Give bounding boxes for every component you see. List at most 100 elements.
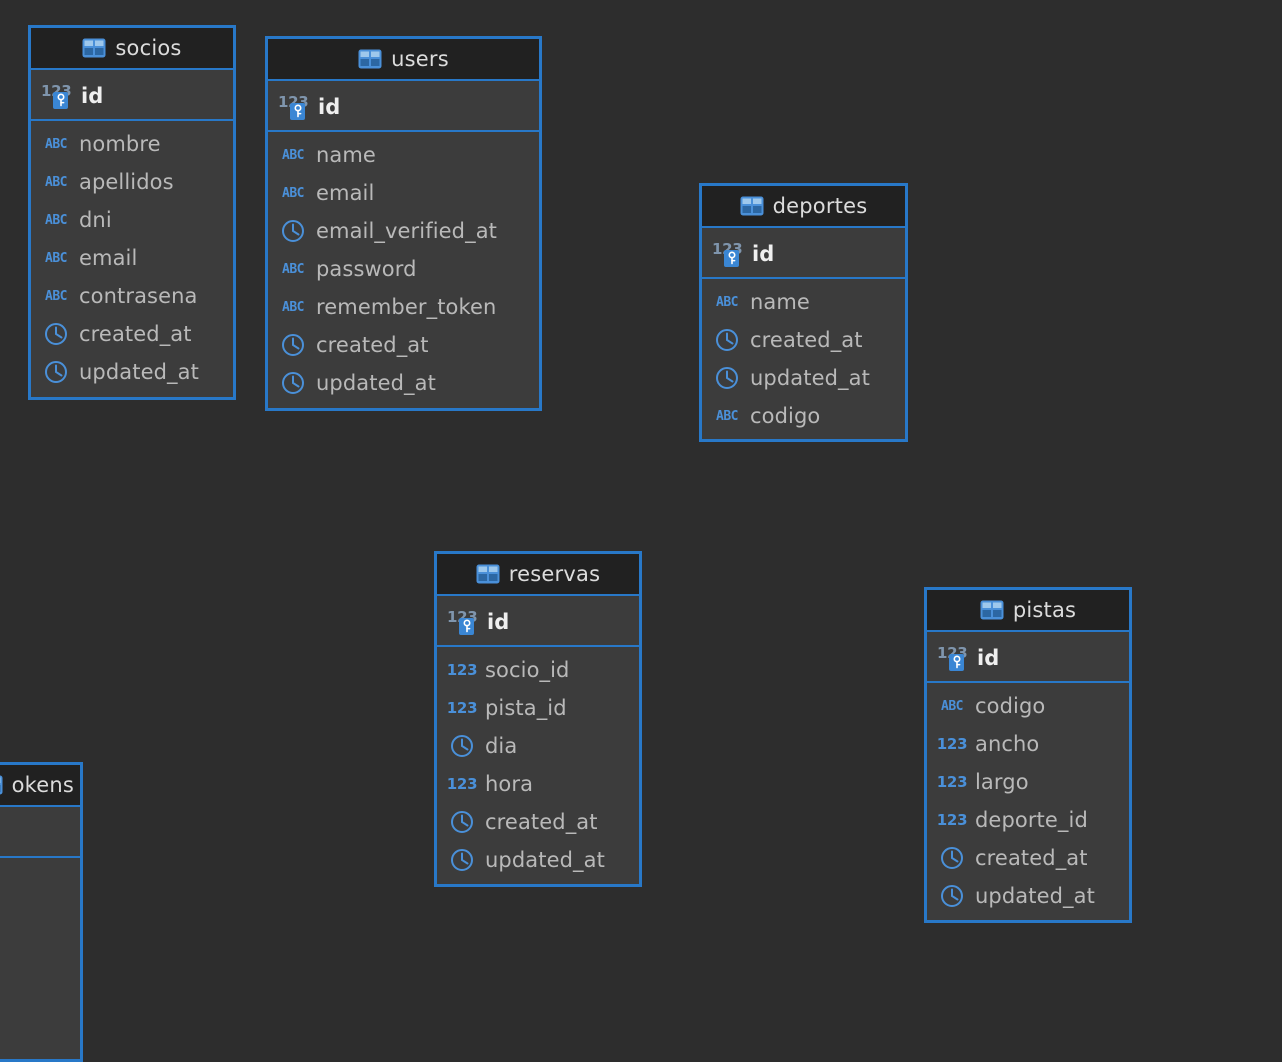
field-row[interactable]: dia [437,727,639,765]
field-row[interactable]: 123 deporte_id [927,801,1129,839]
field-label: pista_id [485,696,567,720]
primary-key-label: id [487,610,509,634]
field-label: codigo [975,694,1045,718]
table-name: okens [12,773,74,797]
primary-key-section: 123 id [702,228,905,279]
field-label: hora [485,772,533,796]
primary-key-row[interactable] [0,807,80,856]
clock-icon [278,332,308,358]
primary-key-row[interactable]: 123 id [437,596,639,645]
number-icon: 123 [447,771,477,797]
field-row[interactable]: updated_at [437,841,639,879]
field-section [0,858,80,868]
table-name: socios [115,36,181,60]
field-row[interactable]: ABC apellidos [31,163,233,201]
field-row[interactable]: updated_at [268,364,539,402]
field-row[interactable]: updated_at [927,877,1129,915]
table-header[interactable]: socios [31,28,233,70]
field-row[interactable]: 123 socio_id [437,651,639,689]
primary-key-label: id [318,95,340,119]
field-label: updated_at [79,360,199,384]
clock-icon [447,847,477,873]
field-label: email [316,181,374,205]
table-header[interactable]: reservas [437,554,639,596]
abc-icon: ABC [41,245,71,271]
table-icon [82,38,106,58]
primary-key-row[interactable]: 123 id [702,228,905,277]
abc-icon: ABC [278,294,308,320]
field-row[interactable]: ABC email [31,239,233,277]
abc-icon: ABC [278,142,308,168]
primary-key-label: id [752,242,774,266]
field-label: deporte_id [975,808,1088,832]
clock-icon [712,327,742,353]
field-row[interactable]: created_at [437,803,639,841]
clock-icon [937,845,967,871]
field-label: largo [975,770,1029,794]
table-name: deportes [773,194,868,218]
field-label: created_at [79,322,192,346]
table-header[interactable]: okens [0,765,80,807]
clock-icon [278,370,308,396]
field-label: email [79,246,137,270]
table-card[interactable]: okens [0,762,83,1062]
abc-icon: ABC [41,131,71,157]
field-label: remember_token [316,295,496,319]
field-label: created_at [975,846,1088,870]
field-row[interactable]: created_at [31,315,233,353]
field-row[interactable]: email_verified_at [268,212,539,250]
number-key-icon: 123 [937,643,969,673]
field-row[interactable]: created_at [702,321,905,359]
table-icon [476,564,500,584]
field-row[interactable]: ABC remember_token [268,288,539,326]
field-row[interactable]: created_at [268,326,539,364]
field-label: dni [79,208,112,232]
field-label: ancho [975,732,1039,756]
number-icon: 123 [447,657,477,683]
field-label: name [750,290,810,314]
field-label: socio_id [485,658,569,682]
field-label: created_at [485,810,598,834]
field-label: updated_at [750,366,870,390]
number-icon: 123 [937,807,967,833]
primary-key-icon [459,618,474,635]
field-row[interactable]: created_at [927,839,1129,877]
field-row[interactable]: 123 hora [437,765,639,803]
abc-icon: ABC [41,169,71,195]
primary-key-section [0,807,80,858]
field-row[interactable]: updated_at [702,359,905,397]
number-key-icon: 123 [712,239,744,269]
field-row[interactable]: updated_at [31,353,233,391]
number-key-icon: 123 [447,607,479,637]
field-label: updated_at [975,884,1095,908]
table-header[interactable]: users [268,39,539,81]
table-header[interactable]: deportes [702,186,905,228]
field-label: apellidos [79,170,174,194]
table-header[interactable]: pistas [927,590,1129,632]
